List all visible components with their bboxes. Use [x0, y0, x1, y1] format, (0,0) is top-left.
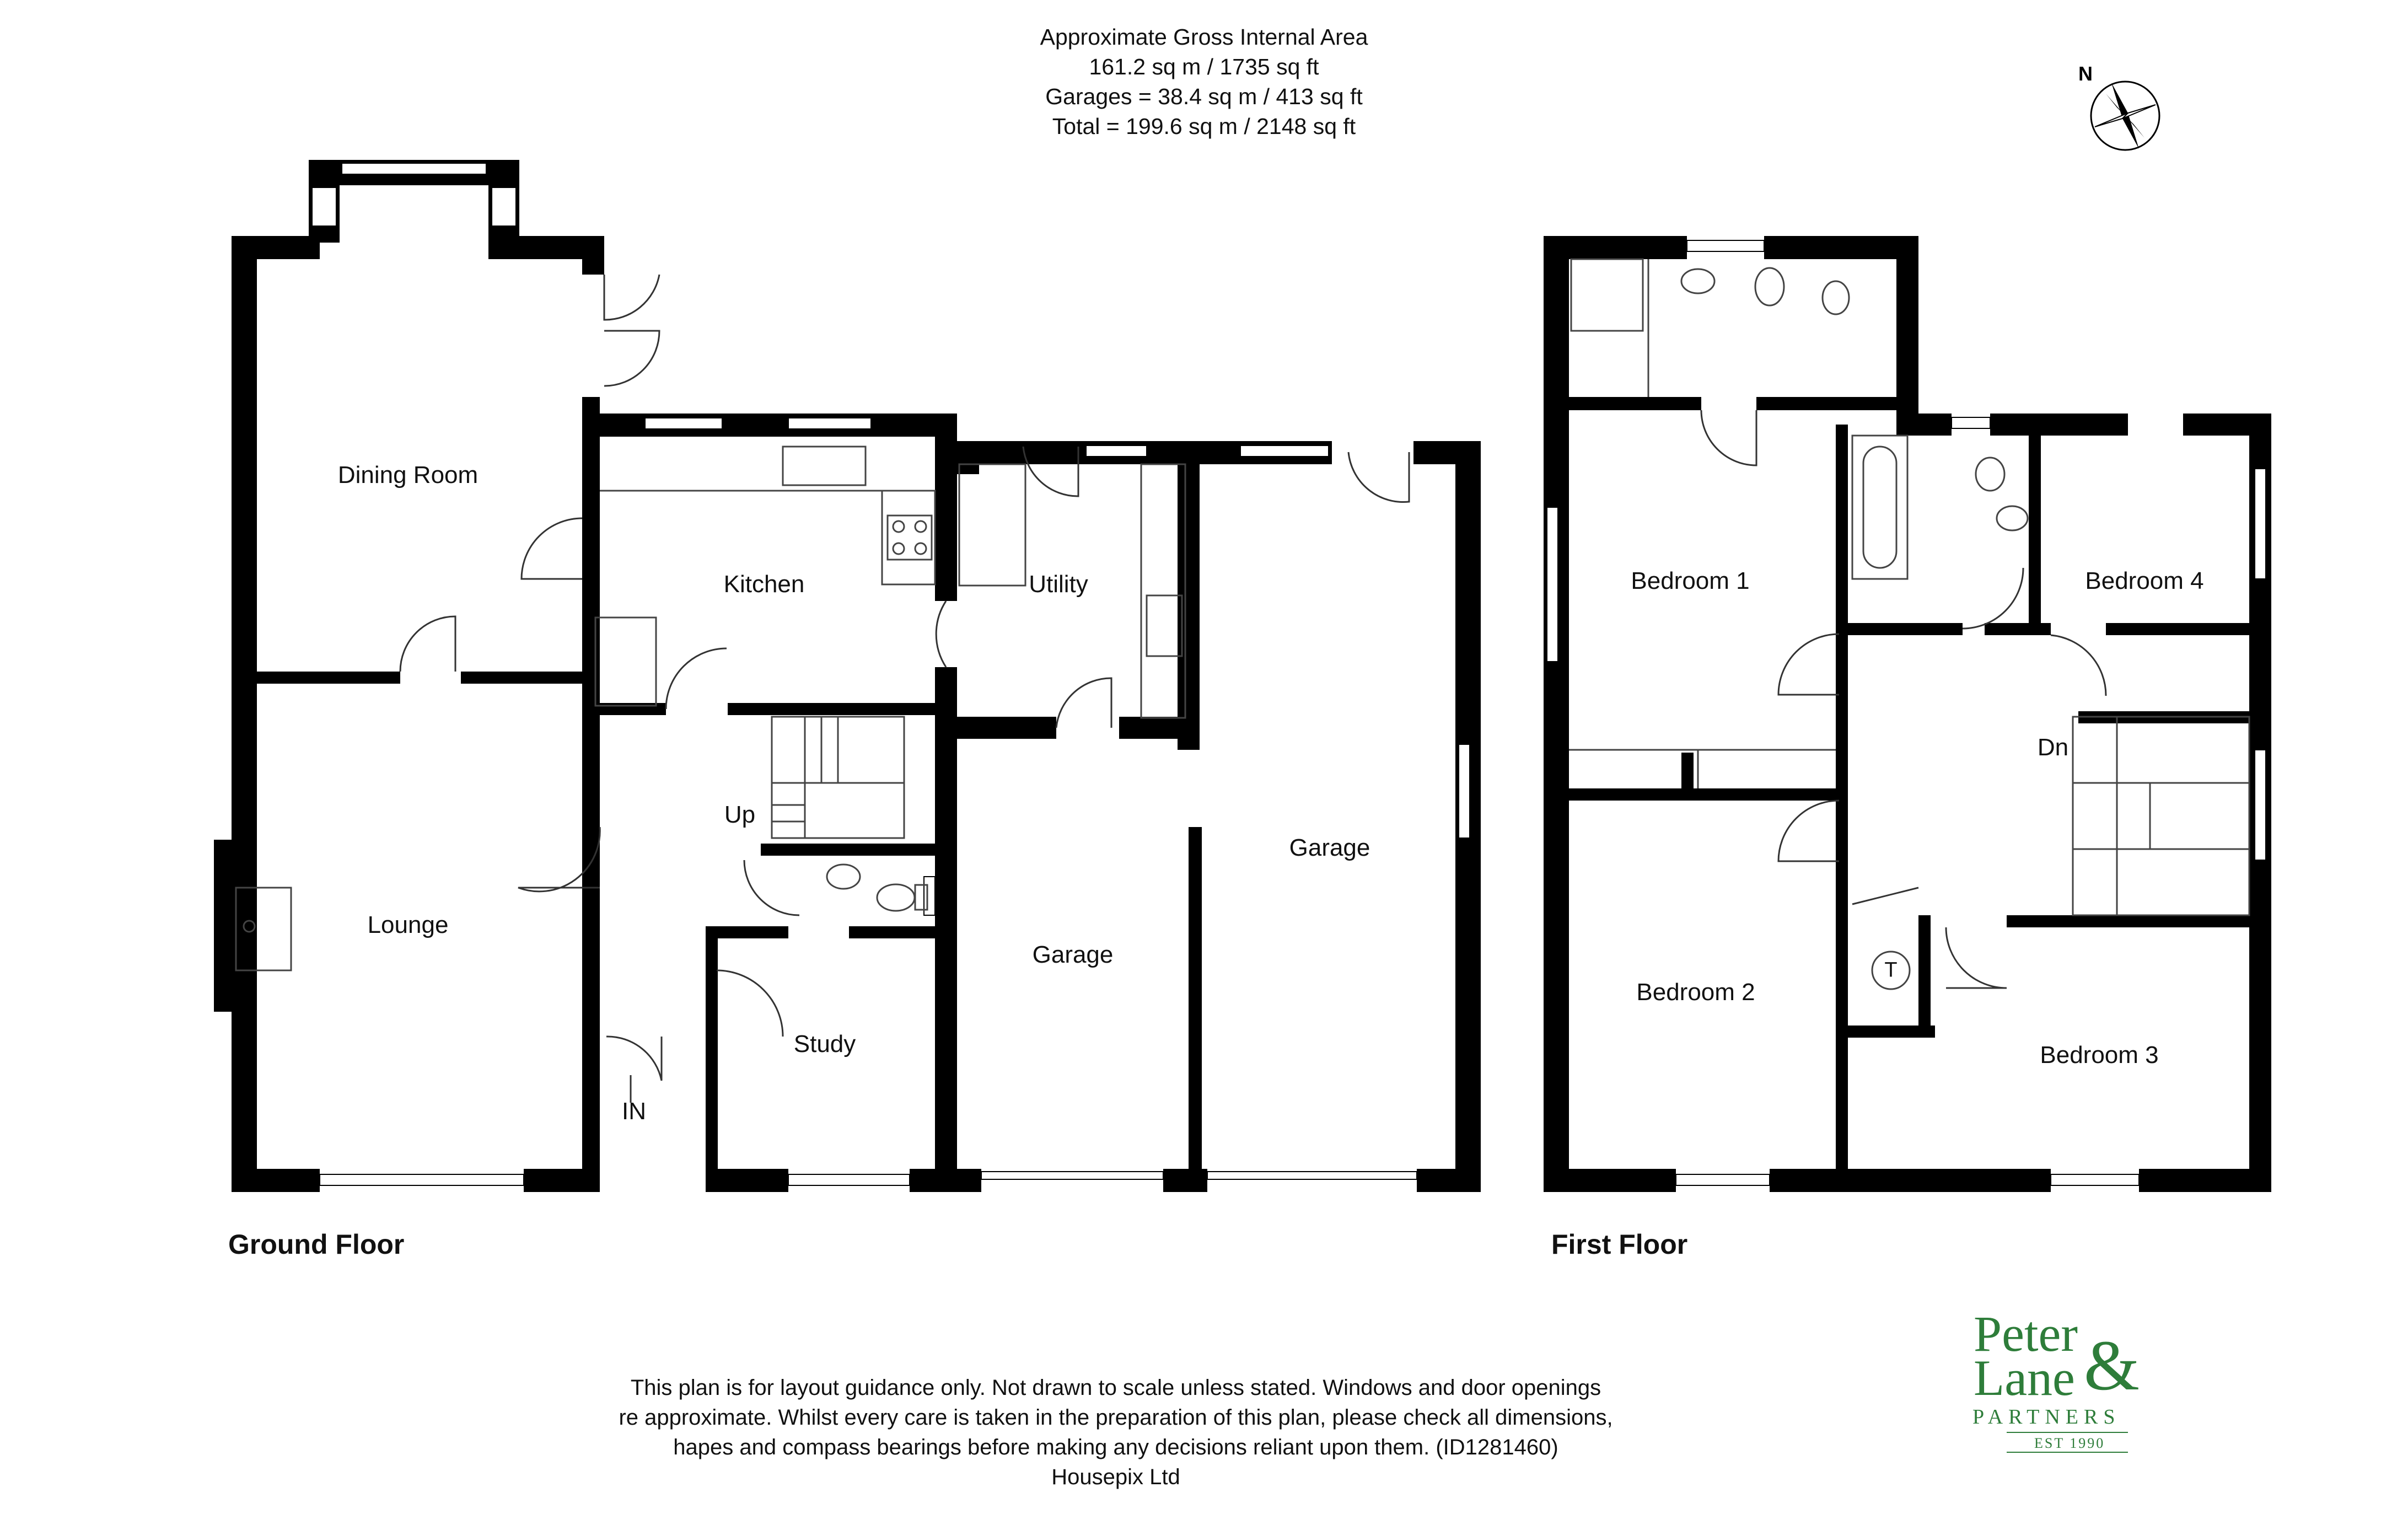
logo-name-line1: Peter: [1974, 1307, 2078, 1362]
room-label-bedroom-4: Bedroom 4: [2085, 567, 2204, 594]
compass-rose-icon: N: [2078, 62, 2160, 151]
area-info-line2: 161.2 sq m / 1735 sq ft: [1089, 54, 1319, 79]
room-label-bedroom-1: Bedroom 1: [1631, 567, 1750, 594]
logo-partners: PARTNERS: [1972, 1405, 2121, 1429]
room-label-study: Study: [793, 1030, 856, 1057]
area-info-line4: Total = 199.6 sq m / 2148 sq ft: [1052, 114, 1356, 139]
disclaimer-line1: This plan is for layout guidance only. N…: [630, 1376, 1601, 1400]
logo-ampersand: &: [2084, 1326, 2140, 1405]
peter-lane-partners-logo: Peter Lane & PARTNERS EST 1990: [1972, 1307, 2140, 1453]
room-label-garage-right: Garage: [1289, 834, 1370, 861]
room-label-lounge: Lounge: [367, 911, 449, 938]
ground-floor-windows: [311, 163, 1470, 1186]
first-floor-doors: [1700, 410, 2107, 989]
entrance-label: IN: [622, 1098, 646, 1125]
fireplace: [235, 887, 292, 971]
tank-icon: [1871, 951, 1911, 990]
ground-stairs: [771, 716, 905, 839]
room-label-bedroom-2: Bedroom 2: [1636, 979, 1755, 1006]
bedroom1-wardrobes: [1569, 749, 1836, 788]
area-info: Approximate Gross Internal Area 161.2 sq…: [0, 22, 2408, 141]
ground-wc-fixtures: [826, 863, 928, 912]
first-floor-windows: [1546, 240, 2266, 1186]
stairs-up-label: Up: [724, 801, 756, 828]
room-label-dining-room: Dining Room: [337, 461, 479, 488]
area-info-line3: Garages = 38.4 sq m / 413 sq ft: [1045, 84, 1363, 109]
first-floor-title: First Floor: [1551, 1229, 1688, 1260]
disclaimer-line3: hapes and compass bearings before making…: [673, 1435, 1558, 1459]
ground-floor-doors: [399, 274, 1410, 1103]
tank-label: T: [1884, 958, 1898, 982]
stairs-down-label: Dn: [2037, 734, 2069, 761]
disclaimer-line2: re approximate. Whilst every care is tak…: [619, 1405, 1613, 1430]
room-label-garage-left: Garage: [1032, 941, 1114, 968]
disclaimer-line4: Housepix Ltd: [1051, 1465, 1180, 1489]
logo-name-line2: Lane: [1974, 1350, 2075, 1406]
first-floor-walls: [1544, 236, 2271, 1192]
room-label-kitchen: Kitchen: [723, 571, 805, 598]
first-floor-stairs: [2072, 716, 2250, 916]
room-label-bedroom-3: Bedroom 3: [2040, 1041, 2159, 1069]
logo-established: EST 1990: [2034, 1435, 2105, 1451]
compass-north-label: N: [2078, 62, 2093, 85]
room-label-utility: Utility: [1029, 571, 1088, 598]
first-floor-bath-fixtures: [1570, 258, 2029, 580]
disclaimer: This plan is for layout guidance only. N…: [0, 1373, 2320, 1492]
kitchen-fixtures: [594, 445, 1186, 719]
ground-floor-title: Ground Floor: [228, 1229, 405, 1260]
area-info-line1: Approximate Gross Internal Area: [1040, 24, 1368, 50]
